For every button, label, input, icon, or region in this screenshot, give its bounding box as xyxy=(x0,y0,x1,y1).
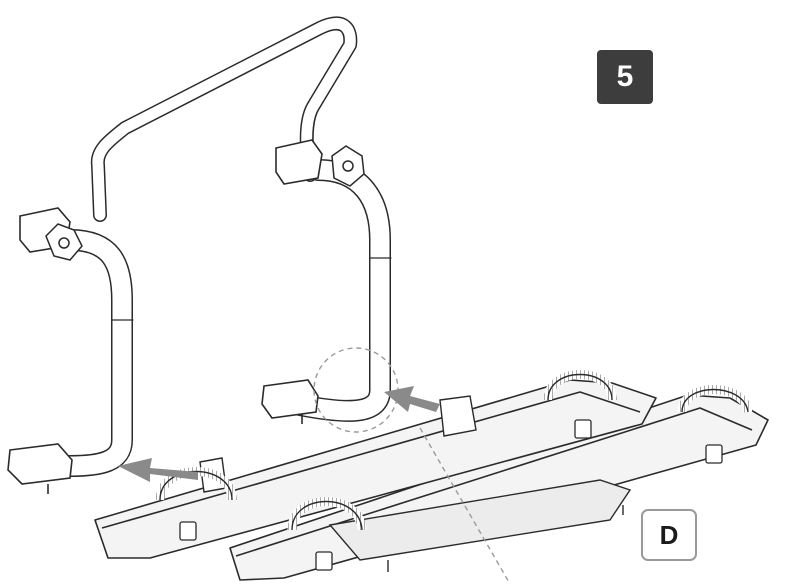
strap-buckle xyxy=(179,419,723,571)
right-support-arm xyxy=(289,159,392,422)
part-label-badge: D xyxy=(641,509,697,561)
left-support-arm xyxy=(59,229,134,477)
step-number-badge: 5 xyxy=(597,50,653,104)
star-knob xyxy=(45,145,365,261)
arrow-right-icon xyxy=(384,386,440,412)
foot-pad xyxy=(7,379,319,494)
wheel-rail-rear xyxy=(94,379,657,559)
wheel-strap xyxy=(155,370,753,531)
arrow-right-icon xyxy=(118,458,198,482)
support-plate xyxy=(328,479,632,572)
frame-tube xyxy=(90,16,358,222)
